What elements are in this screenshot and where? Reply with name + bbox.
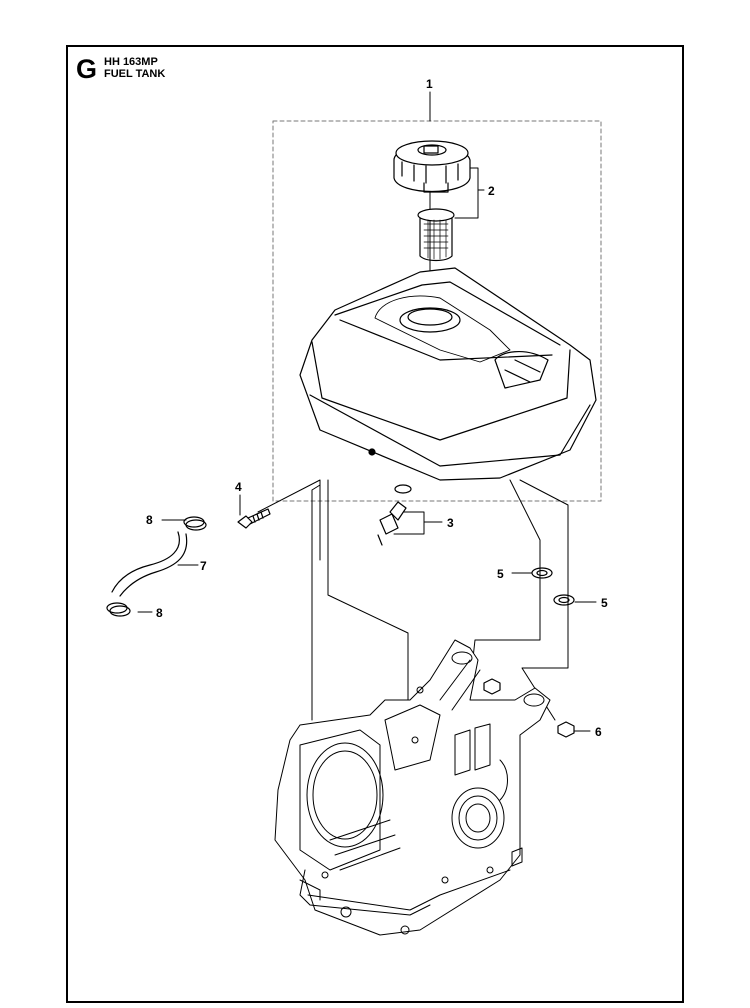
callout-3: 3: [447, 516, 454, 530]
nut-right: [557, 721, 575, 738]
callout-8-top: 8: [146, 513, 153, 527]
hose-clamp-top: [183, 516, 207, 531]
fuel-tank: [299, 267, 597, 481]
leader-lines: [137, 91, 597, 732]
washer-right: [553, 594, 575, 606]
bolt: [237, 508, 271, 529]
fuel-valve: [377, 484, 412, 546]
fuel-hose: [111, 531, 188, 597]
callout-7: 7: [200, 559, 207, 573]
fuel-strainer: [417, 208, 455, 262]
callout-2: 2: [488, 184, 495, 198]
callout-4: 4: [235, 480, 242, 494]
callout-5-left: 5: [497, 567, 504, 581]
section-letter: G: [76, 54, 98, 84]
callout-6: 6: [595, 725, 602, 739]
page-frame: [66, 45, 684, 1003]
washer-left: [531, 567, 553, 579]
model-label: HH 163MP: [104, 56, 158, 68]
fuel-tank-assembly-box: [272, 120, 602, 502]
hose-clamp-bottom: [106, 602, 131, 617]
page-title: FUEL TANK: [104, 68, 166, 80]
nut-left: [483, 678, 501, 695]
callout-1: 1: [426, 77, 433, 91]
callout-5-right: 5: [601, 596, 608, 610]
fuel-cap: [393, 140, 471, 193]
engine-crankcase: [274, 639, 551, 936]
callout-8-bottom: 8: [156, 606, 163, 620]
